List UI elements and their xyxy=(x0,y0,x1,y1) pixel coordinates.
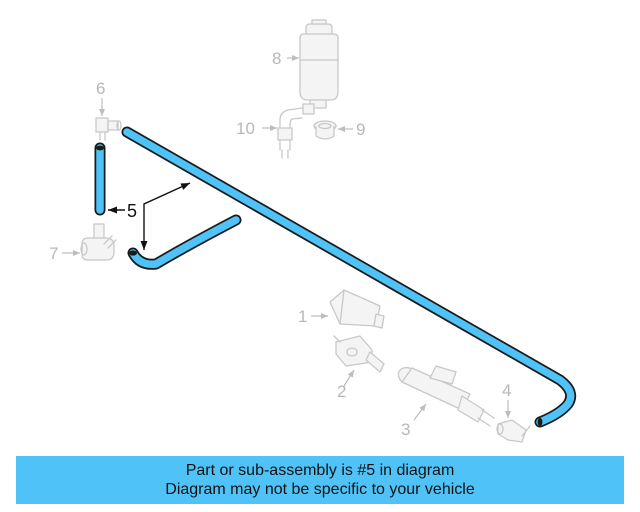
callout-3: 3 xyxy=(401,420,410,439)
callout-1: 1 xyxy=(298,307,307,326)
part-9-grommet[interactable] xyxy=(313,120,337,140)
callout-4: 4 xyxy=(502,381,511,400)
part-8-washer-pump[interactable] xyxy=(299,19,339,115)
part-10-connector[interactable] xyxy=(277,107,303,159)
part-7-connector[interactable] xyxy=(80,223,117,261)
part-5-hose-assembly[interactable] xyxy=(94,126,577,428)
callout-6: 6 xyxy=(96,79,105,98)
callout-9: 9 xyxy=(356,120,365,139)
exploded-parts-diagram: 8 10 9 6 xyxy=(49,19,577,443)
banner-line-2: Diagram may not be specific to your vehi… xyxy=(165,481,475,498)
callout-2: 2 xyxy=(337,382,346,401)
callout-8: 8 xyxy=(272,49,281,68)
part-3-cylinder[interactable] xyxy=(396,365,495,427)
callout-7: 7 xyxy=(49,244,58,263)
callout-5: 5 xyxy=(127,201,137,221)
callout-10: 10 xyxy=(236,119,255,138)
part-4-elbow[interactable] xyxy=(496,419,531,443)
part-1-module[interactable] xyxy=(329,289,385,329)
part-6-connector[interactable] xyxy=(95,117,122,141)
banner-line-1: Part or sub-assembly is #5 in diagram xyxy=(185,462,455,479)
part-2-connector[interactable] xyxy=(333,335,385,373)
info-banner: Part or sub-assembly is #5 in diagram Di… xyxy=(16,456,624,504)
